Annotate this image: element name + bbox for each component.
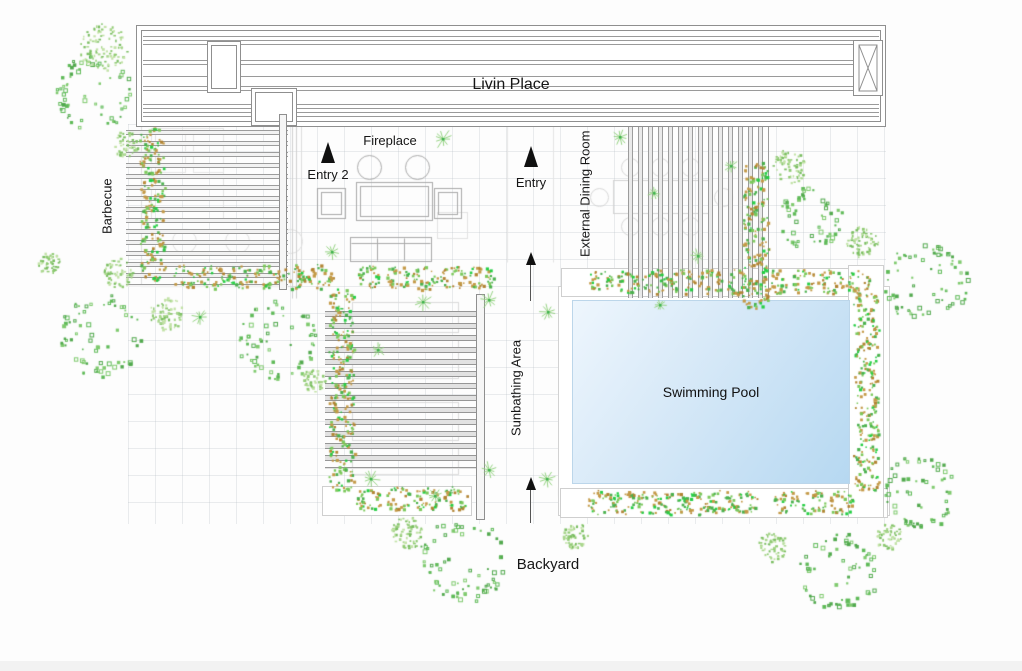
entry2-label: Entry 2	[307, 167, 349, 182]
barbecue-label: Barbecue	[99, 178, 115, 234]
path-arrow-stem-lower	[530, 490, 531, 523]
path-arrow-icon-upper	[526, 252, 536, 265]
path-arrow-stem-upper	[530, 265, 531, 301]
entry-label: Entry	[515, 175, 547, 190]
entry-arrow-icon	[524, 146, 538, 167]
backyard-label: Backyard	[516, 556, 580, 573]
external-dining-room-label: External Dining Room	[577, 130, 593, 258]
fireplace-label: Fireplace	[363, 133, 417, 148]
entry2-arrow-icon	[321, 142, 335, 163]
sunbathing-area-label: Sunbathing Area	[508, 339, 524, 437]
path-arrow-icon-lower	[526, 477, 536, 490]
